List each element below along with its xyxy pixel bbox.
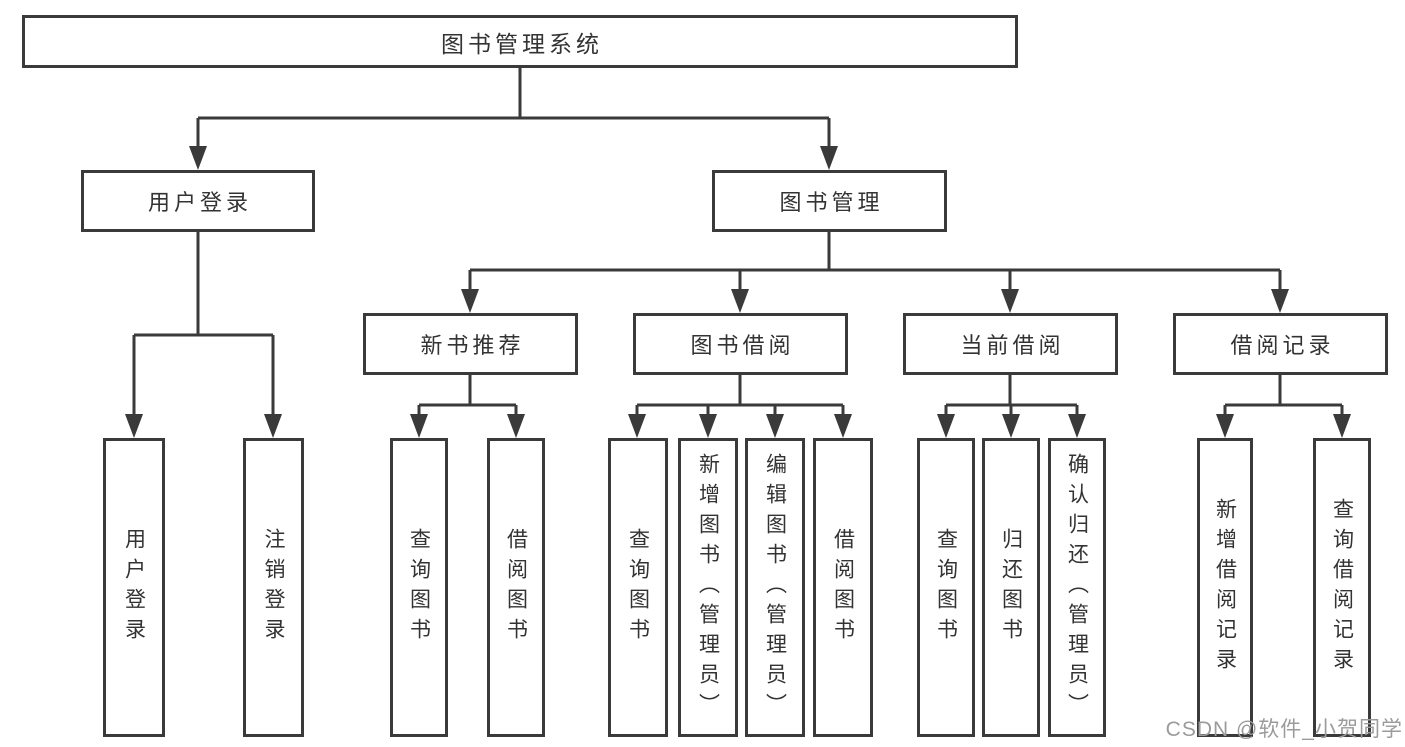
node-query-books-current-label: 查询图书 [934, 527, 958, 648]
node-confirm-return-admin: 确认归还（管理员） [1048, 438, 1106, 737]
node-current-borrow: 当前借阅 [903, 313, 1118, 375]
node-current-borrow-label: 当前借阅 [960, 333, 1065, 358]
node-book-borrow: 图书借阅 [633, 313, 848, 375]
node-user-login-leaf: 用户登录 [103, 438, 165, 737]
node-query-books-borrow: 查询图书 [608, 438, 668, 737]
node-root-label: 图书管理系统 [441, 30, 603, 57]
node-user-login-label: 用户登录 [147, 190, 252, 215]
node-borrow-books-recommend-label: 借阅图书 [504, 527, 528, 648]
node-logout-label: 注销登录 [262, 527, 285, 648]
node-book-management-label: 图书管理 [779, 190, 884, 215]
node-borrow-books-leaf-label: 借阅图书 [831, 527, 855, 648]
node-confirm-return-admin-label: 确认归还（管理员） [1065, 452, 1089, 723]
node-query-borrow-record: 查询借阅记录 [1313, 438, 1371, 737]
node-book-borrow-label: 图书借阅 [690, 333, 795, 358]
node-borrow-books-recommend: 借阅图书 [487, 438, 545, 737]
node-query-books-recommend: 查询图书 [390, 438, 448, 737]
node-edit-books-admin-label: 编辑图书（管理员） [763, 452, 787, 723]
node-book-management: 图书管理 [712, 170, 947, 232]
node-query-books-current: 查询图书 [917, 438, 975, 737]
node-borrow-records-label: 借阅记录 [1230, 333, 1335, 358]
node-edit-books-admin: 编辑图书（管理员） [745, 438, 805, 737]
node-query-books-borrow-label: 查询图书 [626, 527, 650, 648]
node-query-borrow-record-label: 查询借阅记录 [1330, 497, 1354, 678]
node-add-borrow-record: 新增借阅记录 [1197, 438, 1253, 737]
node-query-books-recommend-label: 查询图书 [407, 527, 431, 648]
node-logout: 注销登录 [243, 438, 304, 737]
node-return-books-label: 归还图书 [999, 527, 1023, 648]
node-new-book-recommend-label: 新书推荐 [420, 333, 525, 358]
node-add-books-admin-label: 新增图书（管理员） [696, 452, 720, 723]
watermark: CSDN @软件_小贺同学 [1165, 718, 1403, 741]
node-add-books-admin: 新增图书（管理员） [678, 438, 738, 737]
node-borrow-records: 借阅记录 [1173, 313, 1388, 375]
node-return-books: 归还图书 [982, 438, 1040, 737]
node-user-login: 用户登录 [81, 170, 315, 232]
node-user-login-leaf-label: 用户登录 [122, 527, 146, 648]
node-add-borrow-record-label: 新增借阅记录 [1213, 497, 1237, 678]
node-new-book-recommend: 新书推荐 [363, 313, 578, 375]
node-borrow-books-leaf: 借阅图书 [813, 438, 873, 737]
node-root: 图书管理系统 [22, 15, 1018, 68]
